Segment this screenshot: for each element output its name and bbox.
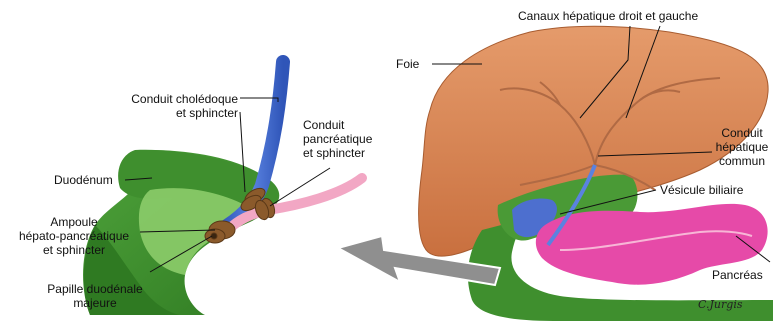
label-pancreas: Pancréas <box>712 268 763 282</box>
label-conduit-pancreatique: Conduit pancréatique et sphincter <box>303 118 372 160</box>
label-foie: Foie <box>396 57 419 71</box>
label-conduit-hepatique: Conduit hépatique commun <box>705 126 773 168</box>
label-ampoule: Ampoule hépato-pancréatique et sphincter <box>4 215 144 257</box>
label-choledoque: Conduit cholédoque et sphincter <box>110 92 238 120</box>
artist-signature: C.Jurgis <box>698 298 742 311</box>
label-canaux-hepatique: Canaux hépatique droit et gauche <box>518 9 698 23</box>
label-vesicule: Vésicule biliaire <box>660 183 743 197</box>
label-papille: Papille duodénale majeure <box>36 282 154 310</box>
label-duodenum: Duodénum <box>54 173 113 187</box>
